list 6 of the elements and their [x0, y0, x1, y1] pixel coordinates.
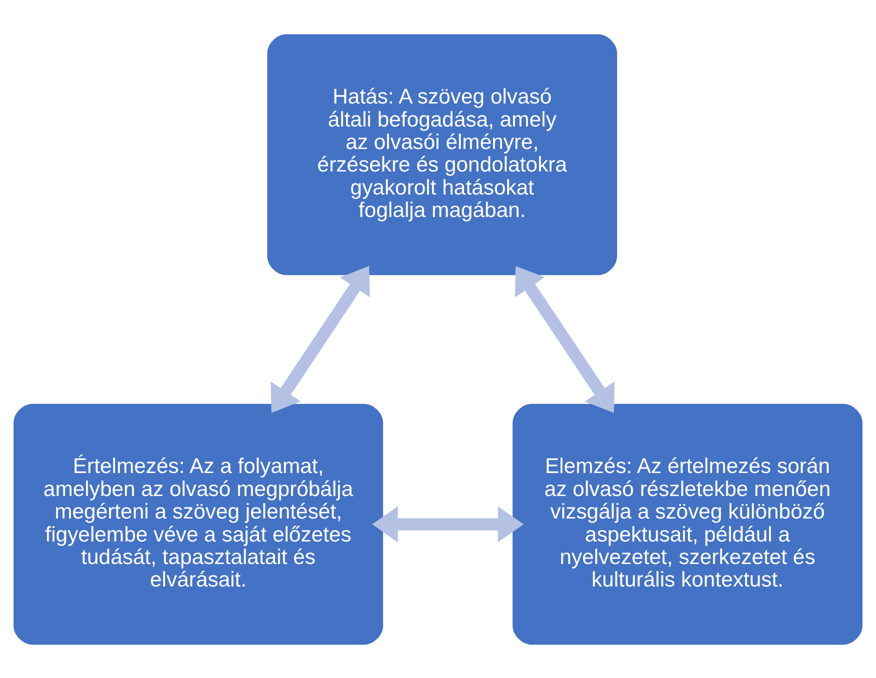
- node-box: Hatás: A szöveg olvasó általi befogadása, amely az olvasói élményre, érzésekre és gondolatokra gyakorolt hatásokat foglalja magában.: [267, 34, 618, 275]
- arrow: [514, 265, 615, 412]
- node-box: Értelmezés: Az a folyamat, amelyben az olvasó megpróbálja megérteni a szöveg jelentését, figyelembe véve a saját előzetes tudását, tapasztalatait és elvárásait.: [14, 403, 384, 644]
- arrow: [372, 506, 524, 542]
- node-box: Elemzés: Az értelmezés során az olvasó részletekbe menően vizsgálja a szöveg különböző aspektusait, például a nyelvezetet, szerkezetet és kulturális kontextust.: [512, 403, 862, 644]
- arrow: [270, 265, 370, 412]
